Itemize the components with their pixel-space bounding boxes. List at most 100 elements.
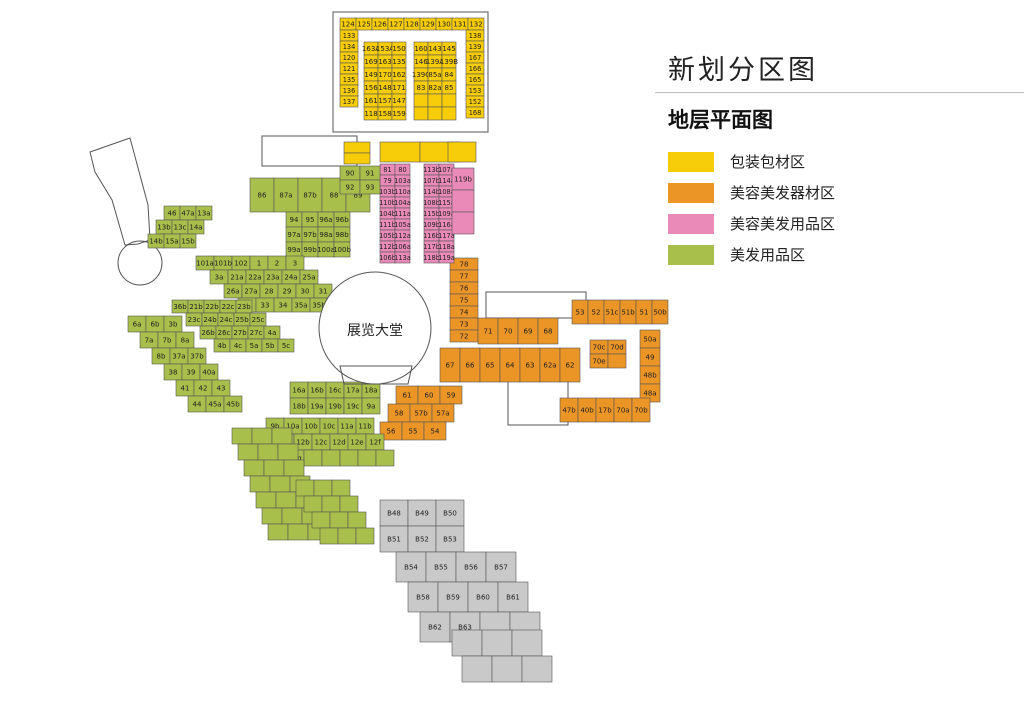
stall-label: 27c: [250, 329, 263, 337]
stall-label: 89: [354, 192, 363, 200]
stall-label: 54: [431, 428, 440, 436]
stall-label: 22a: [248, 274, 261, 282]
stall-label: 24c: [220, 316, 233, 324]
stall-parking: [481, 629, 513, 657]
stall-label: 102: [234, 260, 247, 268]
stall-label: 3: [293, 260, 297, 268]
stall-label: 135: [392, 58, 405, 66]
stall-label: 117b: [423, 243, 440, 251]
legend: 包装包材区 美容美发器材区 美容美发用品区 美发用品区: [668, 146, 835, 270]
stall-label: 133: [343, 32, 356, 40]
stall-label: B55: [434, 564, 448, 572]
stall-label: 31: [319, 288, 328, 296]
stall-label: 28: [265, 288, 274, 296]
stall-label: 67: [446, 362, 455, 370]
south-connector: [507, 379, 569, 426]
page-title: 新划分区图: [668, 55, 818, 86]
stall-label: 121: [343, 65, 356, 73]
stall-label: 9b: [271, 423, 280, 431]
west-stair-tower: [117, 240, 163, 286]
stall-label: 69: [524, 328, 533, 336]
stall-label: 138: [469, 32, 482, 40]
stall-packaging: [427, 106, 443, 121]
stall-parking: [511, 629, 543, 657]
stall-label: 38: [169, 369, 178, 377]
stall-label: 9a: [367, 403, 376, 411]
stall-label: 139: [469, 43, 482, 51]
stall-label: 25c: [252, 316, 265, 324]
stall-label: 22c: [222, 303, 235, 311]
stall-hair-products: [361, 397, 381, 415]
legend-label-packaging: 包装包材区: [730, 153, 806, 171]
stall-label: 105a: [394, 221, 411, 229]
stall-label: 33: [261, 302, 270, 310]
north-block-outline: [332, 11, 489, 133]
stall-label: B61: [506, 594, 520, 602]
stall-label: 132: [469, 21, 482, 29]
stall-packaging: [441, 106, 457, 121]
west-annex-outline: [89, 137, 151, 246]
stall-label: 150: [392, 45, 405, 53]
stall-hair-products: [271, 427, 293, 445]
stall-label: 12c: [315, 439, 328, 447]
stall-label: 12e: [350, 439, 363, 447]
stall-label: 29: [283, 288, 292, 296]
stall-label: 50a: [643, 336, 656, 344]
stall-label: 81: [383, 166, 391, 174]
legend-label-beauty-equipment: 美容美发器材区: [730, 184, 836, 202]
stall-label: 118: [364, 110, 377, 118]
stall-label: 57b: [414, 410, 428, 418]
stall-hair-products: [303, 449, 323, 467]
stall-label: 5b: [266, 342, 275, 350]
stall-label: B49: [415, 510, 429, 518]
stall-label: 96a: [319, 216, 332, 224]
stall-label: 119b: [454, 176, 472, 184]
stall-label: 110a: [394, 188, 411, 196]
stall-beauty-equipment: [423, 421, 447, 441]
stall-label: 27b: [233, 329, 247, 337]
stall-hair-products: [375, 449, 395, 467]
stall-label: 11b: [358, 423, 372, 431]
stall-hair-products: [243, 459, 265, 477]
stall-label: 80: [398, 166, 406, 174]
hall-stair-icon: [339, 365, 413, 385]
stall-hair-products: [249, 177, 275, 213]
stall-label: 139C: [412, 71, 430, 79]
stall-label: 48a: [643, 390, 656, 398]
stall-label: 44: [193, 401, 202, 409]
stall-label: B50: [443, 510, 457, 518]
stall-hair-products: [237, 443, 259, 461]
stall-label: 79: [383, 177, 391, 185]
stall-label: 156: [364, 84, 378, 92]
stall-label: 23a: [266, 274, 279, 282]
stall-packaging: [413, 93, 429, 108]
stall-label: 168: [469, 109, 482, 117]
stall-label: 100a: [317, 246, 335, 254]
stall-label: 58: [395, 410, 404, 418]
stall-label: 131: [453, 21, 466, 29]
stall-label: 75: [460, 297, 469, 305]
stall-label: 26a: [226, 288, 239, 296]
stall-label: 114b: [423, 188, 440, 196]
stall-label: 170: [378, 71, 391, 79]
stall-label: 120: [343, 54, 356, 62]
stall-label: 146: [414, 58, 428, 66]
stall-label: 108a: [438, 188, 455, 196]
stall-hair-products: [283, 459, 305, 477]
stall-label: 139B: [440, 58, 458, 66]
stall-label: B58: [416, 594, 430, 602]
stall-label: 21a: [230, 274, 243, 282]
stall-label: 16a: [292, 387, 305, 395]
stall-label: 113a: [394, 254, 411, 262]
stall-label: 87b: [303, 192, 317, 200]
stall-label: 78: [460, 261, 469, 269]
stall-packaging: [391, 106, 407, 121]
stall-label: 71: [484, 328, 493, 336]
stall-label: 100b: [333, 246, 351, 254]
stall-label: B56: [464, 564, 478, 572]
stall-label: 119a: [438, 254, 455, 262]
